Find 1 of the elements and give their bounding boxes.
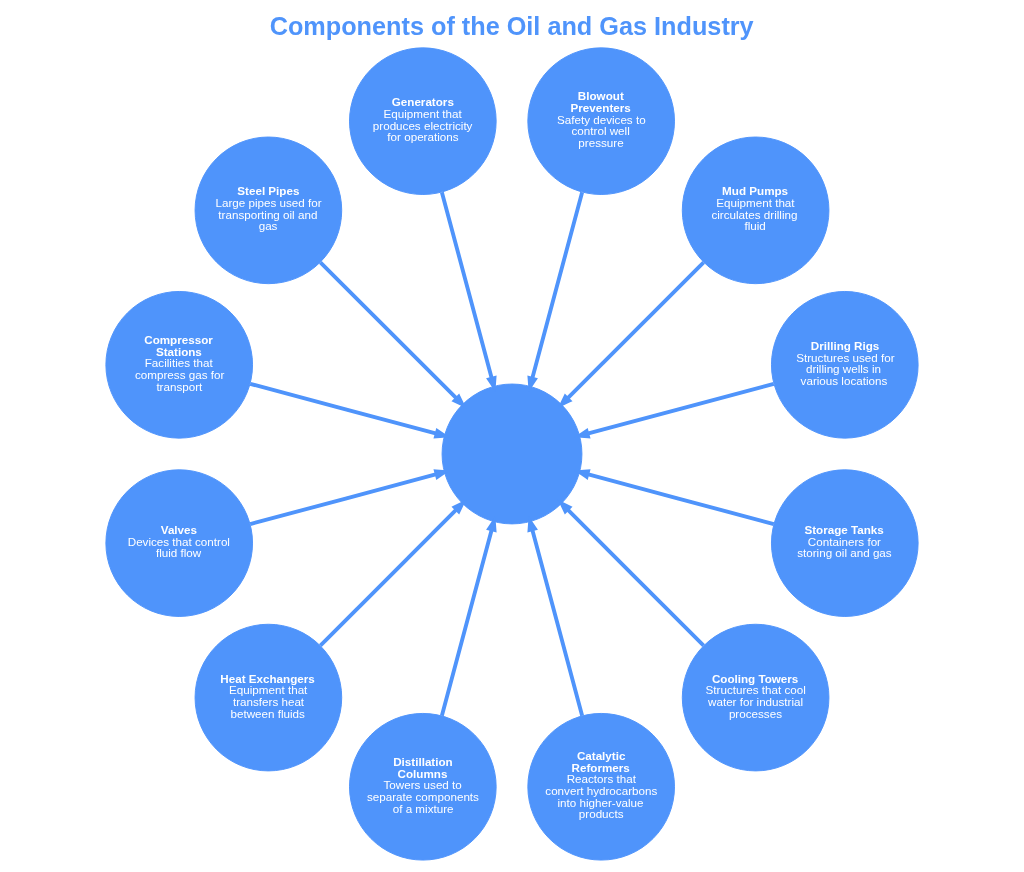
diagram-title: Components of the Oil and Gas Industry (269, 12, 754, 41)
